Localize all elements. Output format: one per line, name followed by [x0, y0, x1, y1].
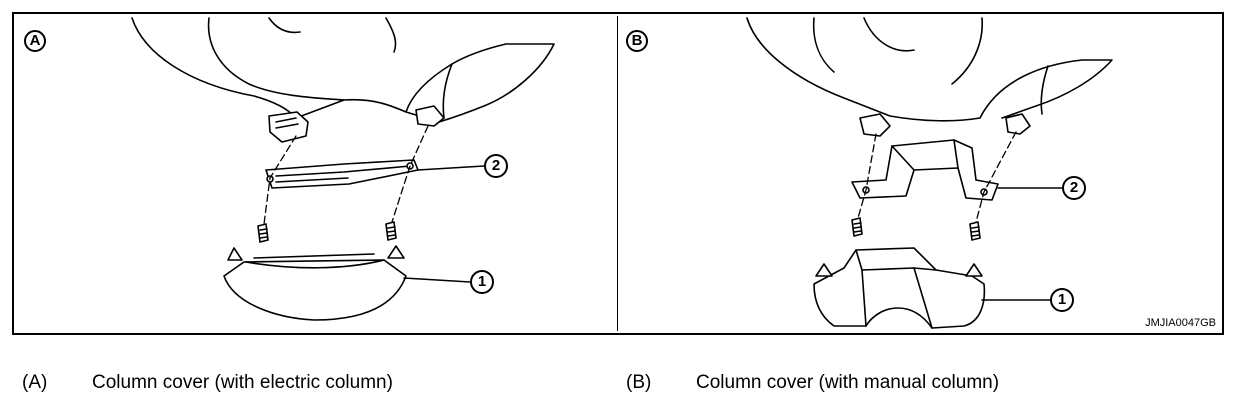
- legend-letter: (B): [626, 372, 652, 393]
- legend-letter: (A): [22, 372, 48, 393]
- reference-code: JMJIA0047GB: [1145, 317, 1216, 329]
- diagram-figure: A 2 1 B 2 1 JMJIA0047GB: [12, 12, 1224, 335]
- panel-a-badge: A: [24, 30, 46, 52]
- panel-divider: [617, 16, 618, 331]
- panel-b-callout-2: 2: [1062, 176, 1086, 200]
- panel-a-callout-2: 2: [484, 154, 508, 178]
- legend-item-a: (A) Column cover (with electric column): [22, 372, 393, 394]
- panel-b-badge: B: [626, 30, 648, 52]
- legend-item-b: (B) Column cover (with manual column): [626, 372, 999, 394]
- legend-text: Column cover (with manual column): [696, 372, 1000, 393]
- legend-text: Column cover (with electric column): [92, 372, 393, 393]
- diagram-artwork: [131, 17, 1113, 329]
- panel-a-callout-1: 1: [470, 270, 494, 294]
- panel-b-callout-1: 1: [1050, 288, 1074, 312]
